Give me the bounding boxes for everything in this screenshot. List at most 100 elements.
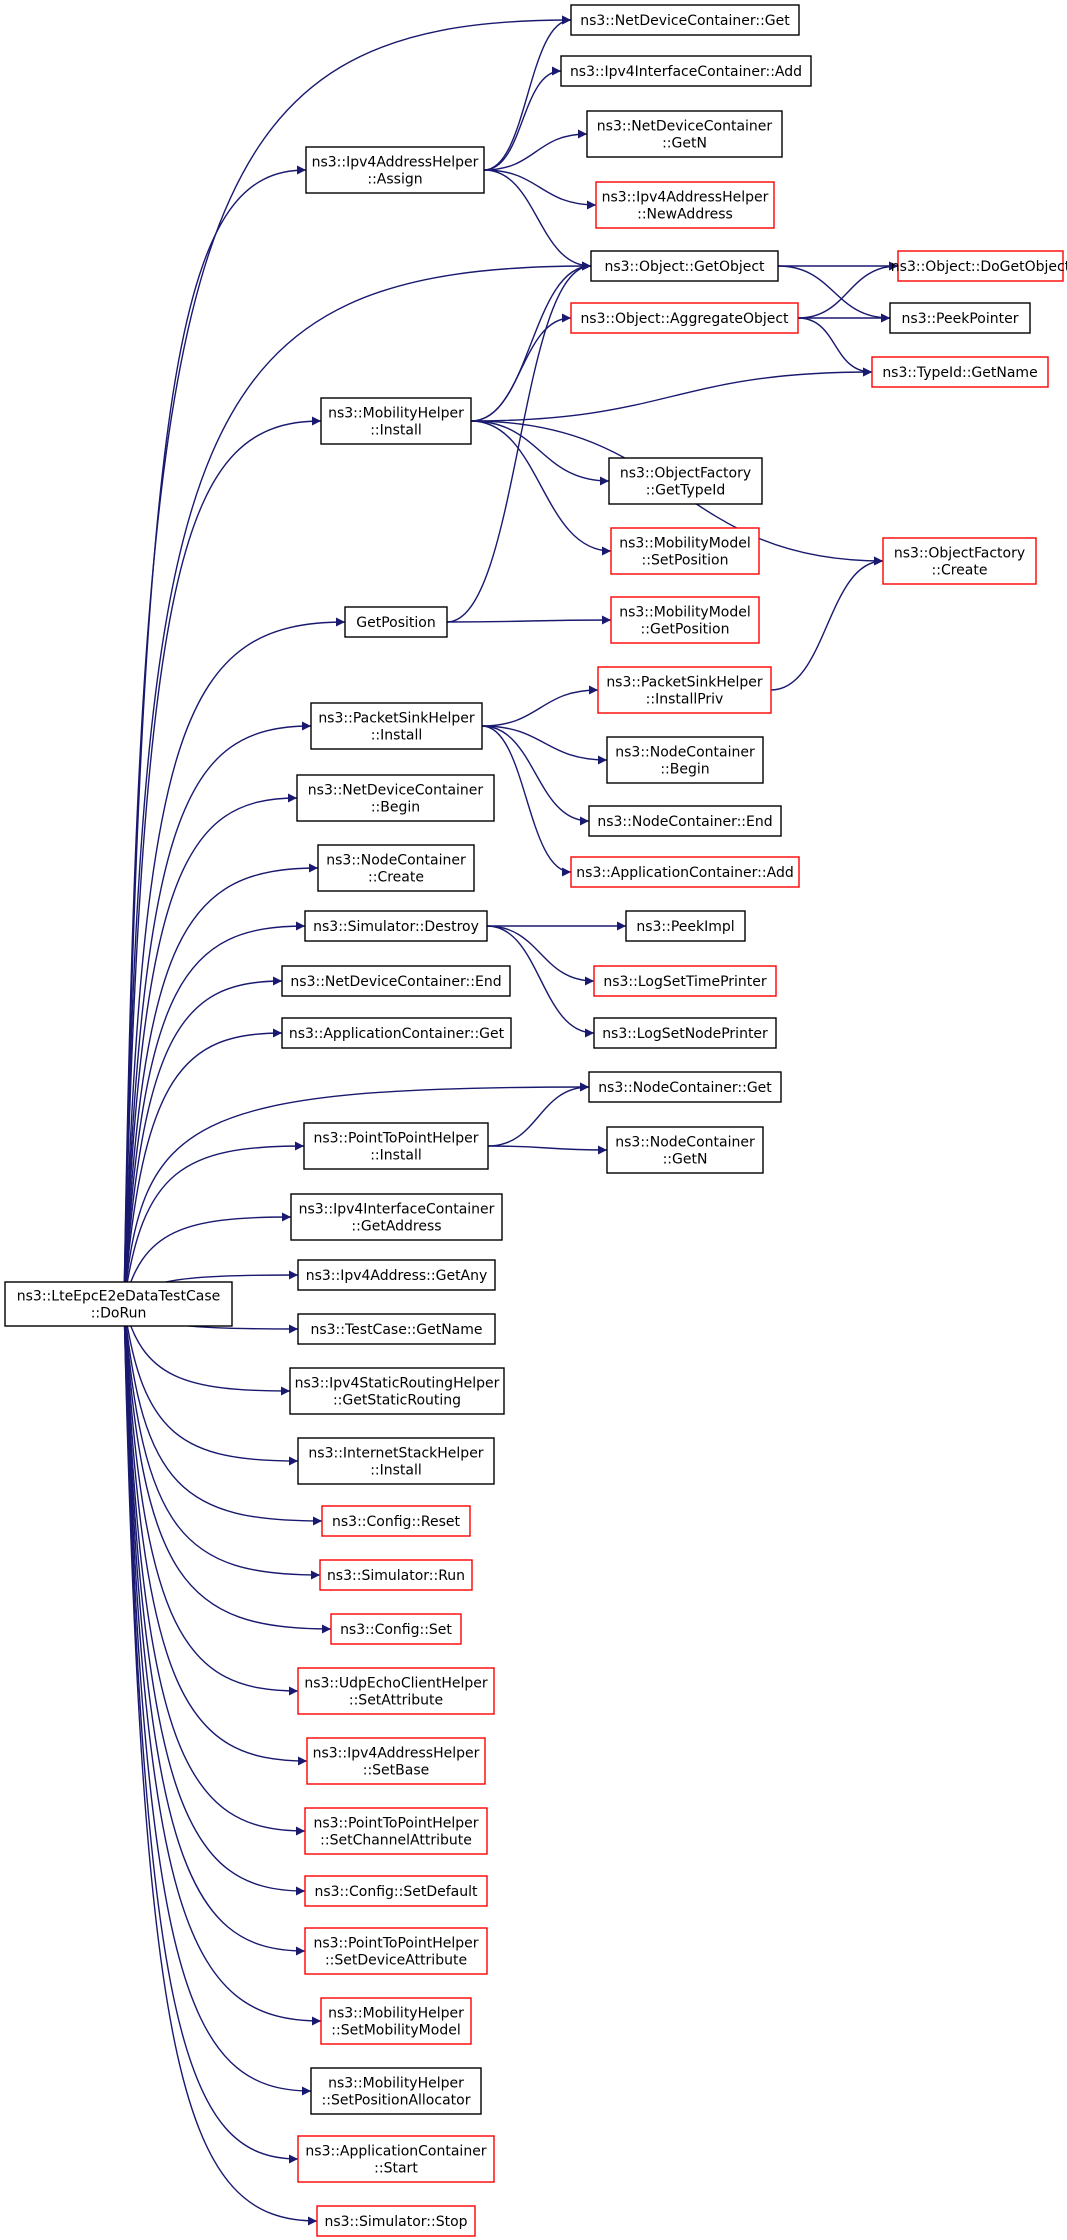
node-sim_run[interactable]: ns3::Simulator::Run: [319, 1559, 473, 1591]
node-box: [871, 356, 1049, 388]
edge-psh_install-to-psh_installpriv: [481, 685, 599, 727]
node-ndc_getn[interactable]: ns3::NetDeviceContainer::GetN: [586, 110, 783, 158]
node-mobility_setmodel[interactable]: ns3::MobilityHelper::SetMobilityModel: [320, 1997, 472, 2045]
node-label-line: ns3::ApplicationContainer::Add: [576, 865, 793, 881]
node-label-line: ns3::Config::Set: [340, 1622, 452, 1638]
node-ipv4ic_add[interactable]: ns3::Ipv4InterfaceContainer::Add: [560, 55, 812, 87]
node-logsetnode[interactable]: ns3::LogSetNodePrinter: [593, 1017, 777, 1049]
edge-root-to-getposition: [123, 617, 346, 1305]
node-ipv4ic_getaddr[interactable]: ns3::Ipv4InterfaceContainer::GetAddress: [290, 1193, 503, 1241]
node-label-line: ns3::Ipv4AddressHelper: [602, 190, 769, 206]
node-label-line: ns3::NodeContainer: [615, 1135, 755, 1151]
node-label-line: ns3::Simulator::Stop: [324, 2214, 467, 2230]
node-label-line: ns3::ObjectFactory: [894, 546, 1025, 562]
node-objfactory_gettypeid[interactable]: ns3::ObjectFactory::GetTypeId: [608, 457, 763, 505]
edge-ipv4ah_assign-to-obj_getobject: [483, 169, 592, 271]
node-testcase_getname[interactable]: ns3::TestCase::GetName: [297, 1313, 496, 1345]
node-box: [330, 1613, 462, 1645]
node-label-line: ::SetMobilityModel: [331, 2023, 460, 2039]
node-obj_dogetobject[interactable]: ns3::Object::DoGetObject: [891, 250, 1067, 282]
node-config_reset[interactable]: ns3::Config::Reset: [321, 1505, 471, 1537]
node-psh_install[interactable]: ns3::PacketSinkHelper::Install: [310, 702, 483, 750]
node-logsettime[interactable]: ns3::LogSetTimePrinter: [593, 965, 777, 997]
edge-root-to-mobility_setposalloc: [123, 1303, 312, 2096]
node-ac_get[interactable]: ns3::ApplicationContainer::Get: [281, 1017, 512, 1049]
node-typeid_getname[interactable]: ns3::TypeId::GetName: [871, 356, 1049, 388]
edge-root-to-config_setdefault: [123, 1303, 306, 1896]
node-ac_start[interactable]: ns3::ApplicationContainer::Start: [297, 2135, 495, 2183]
node-config_set[interactable]: ns3::Config::Set: [330, 1613, 462, 1645]
edge-p2p_install-to-nc_getn: [487, 1145, 608, 1155]
node-label-line: ns3::NetDeviceContainer::Get: [580, 13, 790, 29]
node-box: [321, 1505, 471, 1537]
node-box: [344, 606, 448, 638]
edge-root-to-p2p_install: [123, 1141, 305, 1305]
node-box: [4, 1281, 233, 1327]
node-udpecho_setattr[interactable]: ns3::UdpEchoClientHelper::SetAttribute: [297, 1667, 495, 1715]
edge-root-to-ipv4srh_getstatic: [123, 1303, 291, 1396]
node-label-line: ns3::TestCase::GetName: [310, 1322, 482, 1338]
edge-root-to-nc_create: [123, 863, 319, 1305]
edge-p2p_install-to-nc_get: [487, 1082, 590, 1147]
node-label-line: ns3::UdpEchoClientHelper: [304, 1676, 488, 1692]
node-p2p_setchannel[interactable]: ns3::PointToPointHelper::SetChannelAttri…: [304, 1807, 488, 1855]
node-nc_begin[interactable]: ns3::NodeContainer::Begin: [606, 736, 764, 784]
node-label-line: ::GetN: [663, 1152, 708, 1168]
node-p2p_install[interactable]: ns3::PointToPointHelper::Install: [303, 1122, 489, 1170]
node-config_setdefault[interactable]: ns3::Config::SetDefault: [304, 1875, 488, 1907]
node-ipv4addr_getany[interactable]: ns3::Ipv4Address::GetAny: [297, 1259, 496, 1291]
node-root[interactable]: ns3::LteEpcE2eDataTestCase::DoRun: [4, 1281, 233, 1327]
node-box: [320, 397, 472, 445]
node-label-line: ::SetBase: [363, 1763, 430, 1779]
node-label-line: ns3::NodeContainer: [615, 745, 755, 761]
node-mobmodel_getpos[interactable]: ns3::MobilityModel::GetPosition: [610, 596, 760, 644]
node-box: [306, 1737, 486, 1785]
node-box: [303, 1122, 489, 1170]
node-peekpointer[interactable]: ns3::PeekPointer: [889, 302, 1031, 334]
node-nc_getn[interactable]: ns3::NodeContainer::GetN: [606, 1126, 764, 1174]
node-ipv4ah_setbase[interactable]: ns3::Ipv4AddressHelper::SetBase: [306, 1737, 486, 1785]
edge-sim_destroy-to-logsettime: [486, 925, 595, 986]
node-box: [586, 110, 783, 158]
node-ac_add[interactable]: ns3::ApplicationContainer::Add: [570, 856, 800, 888]
node-getposition[interactable]: GetPosition: [344, 606, 448, 638]
node-ndc_get[interactable]: ns3::NetDeviceContainer::Get: [570, 4, 800, 36]
node-nc_get[interactable]: ns3::NodeContainer::Get: [588, 1071, 782, 1103]
node-objfactory_create[interactable]: ns3::ObjectFactory::Create: [882, 537, 1037, 585]
node-label-line: ::Install: [370, 1463, 422, 1479]
edge-root-to-sim_destroy: [123, 921, 306, 1305]
node-label-line: ::Create: [932, 563, 988, 579]
node-p2p_setdevice[interactable]: ns3::PointToPointHelper::SetDeviceAttrib…: [304, 1927, 488, 1975]
node-peekimpl[interactable]: ns3::PeekImpl: [625, 910, 746, 942]
node-label-line: ns3::Config::Reset: [332, 1514, 460, 1530]
edge-root-to-ac_get: [123, 1028, 283, 1305]
node-ipv4ah_assign[interactable]: ns3::Ipv4AddressHelper::Assign: [305, 146, 485, 194]
node-label-line: ns3::PointToPointHelper: [313, 1816, 478, 1832]
node-mobmodel_setpos[interactable]: ns3::MobilityModel::SetPosition: [610, 527, 760, 575]
node-obj_aggregate[interactable]: ns3::Object::AggregateObject: [570, 302, 799, 334]
node-ish_install[interactable]: ns3::InternetStackHelper::Install: [297, 1437, 495, 1485]
node-label-line: ns3::NetDeviceContainer: [308, 783, 484, 799]
node-ndc_end[interactable]: ns3::NetDeviceContainer::End: [281, 965, 511, 997]
node-nc_create[interactable]: ns3::NodeContainer::Create: [317, 844, 475, 892]
edge-sim_destroy-to-logsetnode: [486, 925, 595, 1038]
node-obj_getobject[interactable]: ns3::Object::GetObject: [590, 250, 779, 282]
node-ipv4ah_newaddr[interactable]: ns3::Ipv4AddressHelper::NewAddress: [595, 181, 775, 229]
node-mobility_install[interactable]: ns3::MobilityHelper::Install: [320, 397, 472, 445]
node-label-line: ns3::NodeContainer::Get: [598, 1080, 772, 1096]
node-label-line: ::Begin: [660, 762, 709, 778]
node-ipv4srh_getstatic[interactable]: ns3::Ipv4StaticRoutingHelper::GetStaticR…: [289, 1367, 505, 1415]
edge-root-to-ndc_begin: [123, 793, 298, 1305]
node-psh_installpriv[interactable]: ns3::PacketSinkHelper::InstallPriv: [597, 666, 772, 714]
node-ndc_begin[interactable]: ns3::NetDeviceContainer::Begin: [296, 774, 495, 822]
edge-root-to-ipv4ic_getaddr: [123, 1212, 292, 1305]
node-sim_destroy[interactable]: ns3::Simulator::Destroy: [304, 910, 488, 942]
node-mobility_setposalloc[interactable]: ns3::MobilityHelper::SetPositionAllocato…: [310, 2067, 482, 2115]
node-box: [319, 1559, 473, 1591]
node-sim_stop[interactable]: ns3::Simulator::Stop: [316, 2205, 476, 2237]
node-label-line: ns3::Config::SetDefault: [314, 1884, 478, 1900]
edge-root-to-config_set: [123, 1303, 332, 1634]
node-label-line: ::Start: [374, 2161, 418, 2177]
node-nc_end[interactable]: ns3::NodeContainer::End: [588, 805, 782, 837]
node-box: [570, 4, 800, 36]
